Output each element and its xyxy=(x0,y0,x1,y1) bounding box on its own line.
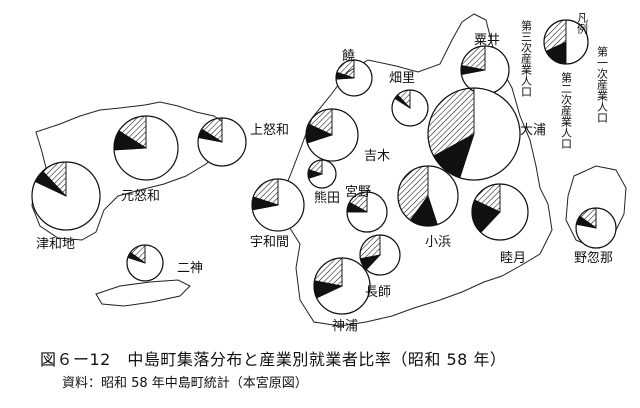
pie-hatasato xyxy=(391,89,429,127)
pie-layer xyxy=(31,45,617,315)
label-nagashi: 長師 xyxy=(365,285,391,300)
label-futagami: 二神 xyxy=(177,261,203,276)
island-outline-main xyxy=(279,13,553,327)
label-nogutsuna: 野忽那 xyxy=(574,251,613,266)
pie-outline-yoshiki xyxy=(305,108,359,162)
pie-outline-konoura xyxy=(313,257,371,315)
pie-outline-oura xyxy=(427,87,521,181)
pie-futagami xyxy=(126,244,164,282)
label-konoura: 神浦 xyxy=(332,319,358,334)
legend-heading: 凡例 xyxy=(576,12,589,34)
label-uwama: 宇和間 xyxy=(250,235,289,250)
label-obama: 小浜 xyxy=(425,235,451,250)
label-tsuwaji: 津和地 xyxy=(36,237,75,252)
figure-caption: 図６ー12 中島町集落分布と産業別就業者比率（昭和 58 年） xyxy=(40,350,507,369)
label-oura: 大浦 xyxy=(520,123,546,138)
pie-outline-motonuwa xyxy=(113,115,179,181)
legend-secondary: 第二次産業人口 xyxy=(560,71,573,149)
pie-outline-nigita xyxy=(335,59,373,97)
pie-outline-hatasato xyxy=(391,89,429,127)
pie-outline-mutsuki xyxy=(471,183,529,241)
pie-motonuwa xyxy=(113,115,179,181)
label-kumata: 熊田 xyxy=(314,190,340,206)
pie-uwama xyxy=(251,178,305,232)
pie-legend xyxy=(543,19,589,65)
figure-source: 資料：昭和 58 年中島町統計（本宮原図） xyxy=(62,376,308,391)
pie-nogutsuna xyxy=(575,207,617,249)
label-awai: 粟井 xyxy=(474,33,500,48)
label-motonuwa: 元怒和 xyxy=(121,189,160,204)
legend-tertiary: 第三次産業人口 xyxy=(520,19,533,97)
pie-miyano xyxy=(346,191,388,233)
label-hatasato: 畑里 xyxy=(389,71,415,86)
label-yoshiki: 吉木 xyxy=(364,149,390,164)
legend-pie xyxy=(543,19,589,65)
pie-oura xyxy=(427,87,521,181)
pie-konoura xyxy=(313,257,371,315)
pie-yoshiki xyxy=(305,108,359,162)
pie-outline-obama xyxy=(397,165,459,227)
pie-outline-uwama xyxy=(251,178,305,232)
label-kaminuwa: 上怒和 xyxy=(250,123,289,138)
island-outline-west xyxy=(31,101,231,241)
pie-nigita xyxy=(335,59,373,97)
pie-outline-kaminuwa xyxy=(197,117,247,167)
label-miyano: 宮野 xyxy=(345,184,371,200)
pie-tsuwaji xyxy=(31,161,101,231)
pie-outline-miyano xyxy=(346,191,388,233)
pie-kaminuwa xyxy=(197,117,247,167)
settlement-labels: 津和地 元怒和 上怒和 二神 饒 畑里 粟井 吉木 熊田 宇和間 宮野 大浦 小… xyxy=(36,33,613,334)
island-outlines xyxy=(31,13,627,327)
label-mutsuki: 睦月 xyxy=(500,250,526,266)
label-nigita: 饒 xyxy=(342,48,355,64)
pie-slice-tertiary-nagashi xyxy=(359,234,381,260)
pie-outline-futagami xyxy=(126,244,164,282)
pie-kumata xyxy=(307,159,337,189)
legend-primary: 第一次産業人口 xyxy=(596,45,609,123)
pie-nagashi xyxy=(359,234,401,276)
pie-obama xyxy=(397,165,459,227)
pie-outline-nogutsuna xyxy=(575,207,617,249)
legend: 凡例 第一次産業人口 第二次産業人口 第三次産業人口 xyxy=(520,12,609,149)
island-outline-futagami xyxy=(95,279,191,307)
pie-outline-tsuwaji xyxy=(31,161,101,231)
pie-mutsuki xyxy=(471,183,529,241)
pie-outline-kumata xyxy=(307,159,337,189)
pie-awai xyxy=(460,45,510,95)
pie-outline-nagashi xyxy=(359,234,401,276)
pie-outline-legend xyxy=(543,19,589,65)
